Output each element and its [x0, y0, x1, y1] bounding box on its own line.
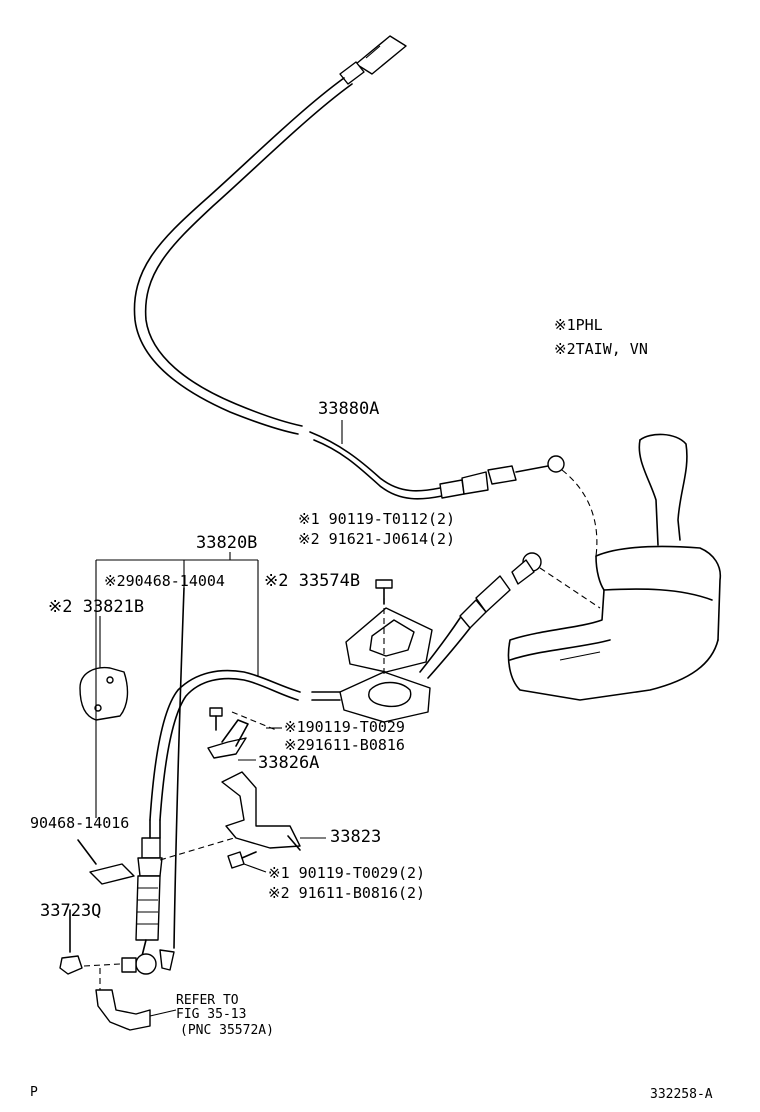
label-90468-14016: 90468-14016	[30, 814, 129, 832]
upper-shift-cable	[133, 35, 565, 500]
label-bolt-top-1: ※1 90119-T0112(2)	[298, 510, 455, 528]
footer-left-mark: P	[30, 1085, 38, 1100]
label-33820b: 33820B	[196, 533, 257, 553]
label-retainer-left: ※290468-14004	[104, 572, 225, 590]
label-refer-pnc: (PNC 35572A)	[180, 1023, 274, 1038]
label-33826a: 33826A	[258, 753, 319, 773]
label-33880a: 33880A	[318, 399, 379, 419]
label-bolt-low-1: ※1 90119-T0029(2)	[268, 864, 425, 882]
lower-shift-cable	[121, 552, 542, 975]
footer: P 332258-A	[30, 1085, 713, 1102]
label-bolt-mid-2: ※291611-B0816	[284, 736, 405, 754]
small-parts	[59, 587, 301, 1031]
label-bolt-top-2: ※2 91621-J0614(2)	[298, 530, 455, 548]
label-refer-fig: FIG 35-13	[176, 1007, 246, 1022]
legend: ※1PHL ※2TAIW, VN	[554, 316, 648, 358]
label-33821b: ※2 33821B	[48, 597, 144, 617]
legend-line-1: ※1PHL	[554, 316, 603, 334]
label-33574b: ※2 33574B	[264, 571, 360, 591]
figure-id: 332258-A	[650, 1087, 713, 1102]
leader-lines	[95, 420, 343, 1017]
label-bolt-mid-1: ※190119-T0029	[284, 718, 405, 736]
part-labels: 33880A 33820B ※1 90119-T0112(2) ※2 91621…	[30, 399, 455, 1038]
label-33723q: 33723Q	[40, 901, 101, 921]
label-33823: 33823	[330, 827, 381, 847]
label-refer-to: REFER TO	[176, 993, 239, 1008]
shift-lever-housing	[507, 433, 722, 701]
label-bolt-low-2: ※2 91611-B0816(2)	[268, 884, 425, 902]
legend-line-2: ※2TAIW, VN	[554, 340, 648, 358]
